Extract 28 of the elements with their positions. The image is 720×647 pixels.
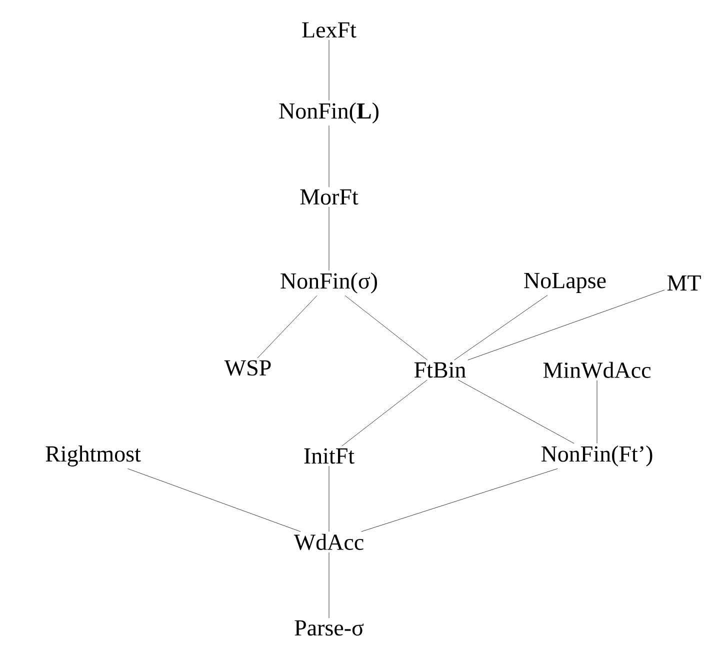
ranking-line	[328, 552, 330, 618]
constraint-label: LexFt	[302, 22, 356, 38]
constraint-label: MorFt	[300, 189, 358, 205]
ranking-line	[328, 466, 330, 532]
ranking-line	[328, 125, 330, 188]
ranking-line	[468, 290, 665, 360]
constraint-label: Parse-σ	[294, 620, 364, 636]
ranking-line	[328, 40, 330, 101]
ranking-line	[342, 380, 428, 446]
constraint-label: WSP	[224, 360, 271, 376]
constraint-label: MT	[667, 275, 701, 291]
constraint-label: MinWdAcc	[543, 362, 651, 378]
ranking-line	[328, 206, 330, 271]
ranking-line	[128, 468, 301, 532]
constraint-label: InitFt	[304, 448, 354, 464]
ranking-line	[361, 468, 558, 532]
ranking-line	[458, 380, 574, 444]
ranking-line	[454, 294, 548, 360]
ranking-line	[344, 295, 428, 360]
constraint-label: NonFin(Ft’)	[541, 446, 652, 466]
constraint-label: FtBin	[414, 362, 466, 378]
constraint-label: Rightmost	[46, 446, 141, 466]
constraint-label: NonFin(L)	[279, 102, 378, 124]
constraint-label: WdAcc	[294, 534, 364, 550]
ranking-line	[257, 295, 318, 358]
constraint-label: NoLapse	[524, 273, 606, 293]
ranking-line	[596, 380, 598, 444]
constraint-label: NonFin(σ)	[280, 272, 377, 294]
